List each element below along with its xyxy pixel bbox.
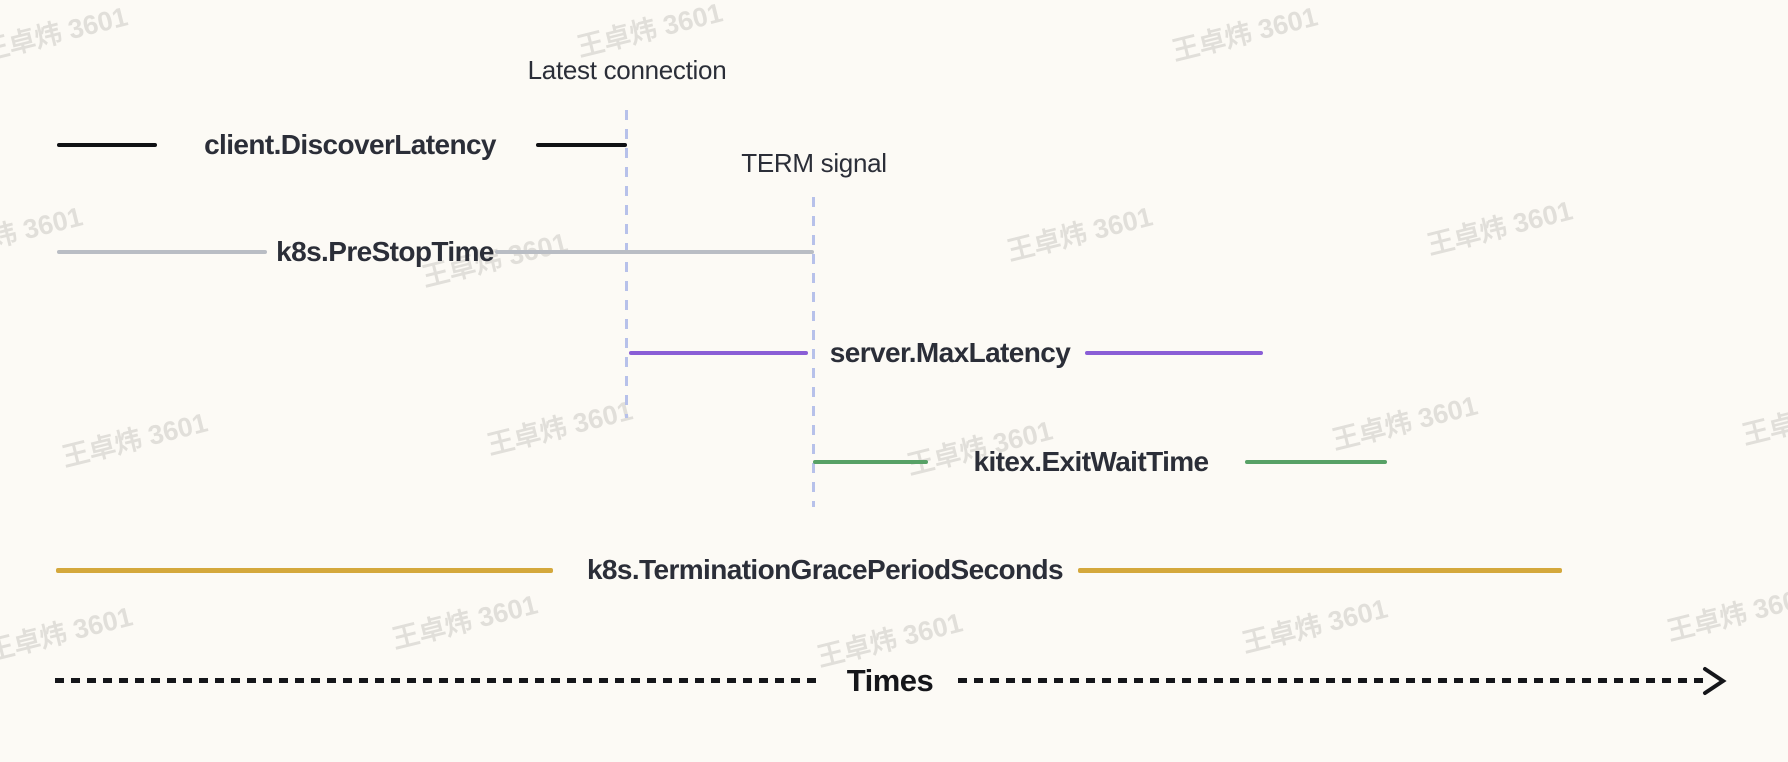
watermark-text: 王卓炜 3601 <box>1424 195 1576 261</box>
kitex-exit-wait-time-label: kitex.ExitWaitTime <box>973 446 1209 477</box>
server-max-latency-segment-left <box>629 351 808 355</box>
k8s-prestop-time-segment-right <box>495 250 814 254</box>
time-axis-dashes-left <box>55 678 818 683</box>
watermark-text: 王卓炜 3601 <box>59 407 211 473</box>
watermark-text: 王卓炜 3601 <box>1664 581 1788 647</box>
watermark-text: 王卓炜 3601 <box>484 395 636 461</box>
k8s-termination-grace-period-seconds-label: k8s.TerminationGracePeriodSeconds <box>586 554 1064 585</box>
watermark-text: 王卓炜 3601 <box>389 589 541 655</box>
kitex-exit-wait-time-segment-right <box>1245 460 1387 464</box>
watermark-text: 王卓炜 3601 <box>1739 385 1788 451</box>
server-max-latency-segment-right <box>1085 351 1263 355</box>
term-signal-marker-line <box>812 197 815 507</box>
kitex-exit-wait-time-segment-left <box>813 460 928 464</box>
k8s-termination-grace-period-seconds-segment-right <box>1078 568 1562 573</box>
watermark-text: 王卓炜 3601 <box>0 1 131 67</box>
server-max-latency-label: server.MaxLatency <box>829 337 1071 368</box>
time-axis-dashes-right <box>958 678 1703 683</box>
watermark-text: 王卓炜 3601 <box>1329 390 1481 456</box>
latest-connection-marker-line <box>625 110 628 418</box>
time-axis-label: Times <box>846 663 934 698</box>
client-discover-latency-segment-right <box>536 143 627 147</box>
watermark-text: 王卓炜 3601 <box>1004 201 1156 267</box>
watermark-text: 王卓炜 3601 <box>0 601 136 667</box>
client-discover-latency-label: client.DiscoverLatency <box>204 129 496 160</box>
arrow-right-icon <box>1703 667 1727 695</box>
watermark-text: 王卓炜 3601 <box>1169 1 1321 67</box>
term-signal-label: TERM signal <box>741 148 887 178</box>
watermark-text: 王卓炜 3601 <box>0 201 86 267</box>
k8s-termination-grace-period-seconds-segment-left <box>56 568 553 573</box>
k8s-prestop-time-label: k8s.PreStopTime <box>276 236 494 267</box>
client-discover-latency-segment-left <box>57 143 157 147</box>
k8s-prestop-time-segment-left <box>57 250 267 254</box>
watermark-text: 王卓炜 3601 <box>1239 593 1391 659</box>
latest-connection-label: Latest connection <box>527 55 727 85</box>
